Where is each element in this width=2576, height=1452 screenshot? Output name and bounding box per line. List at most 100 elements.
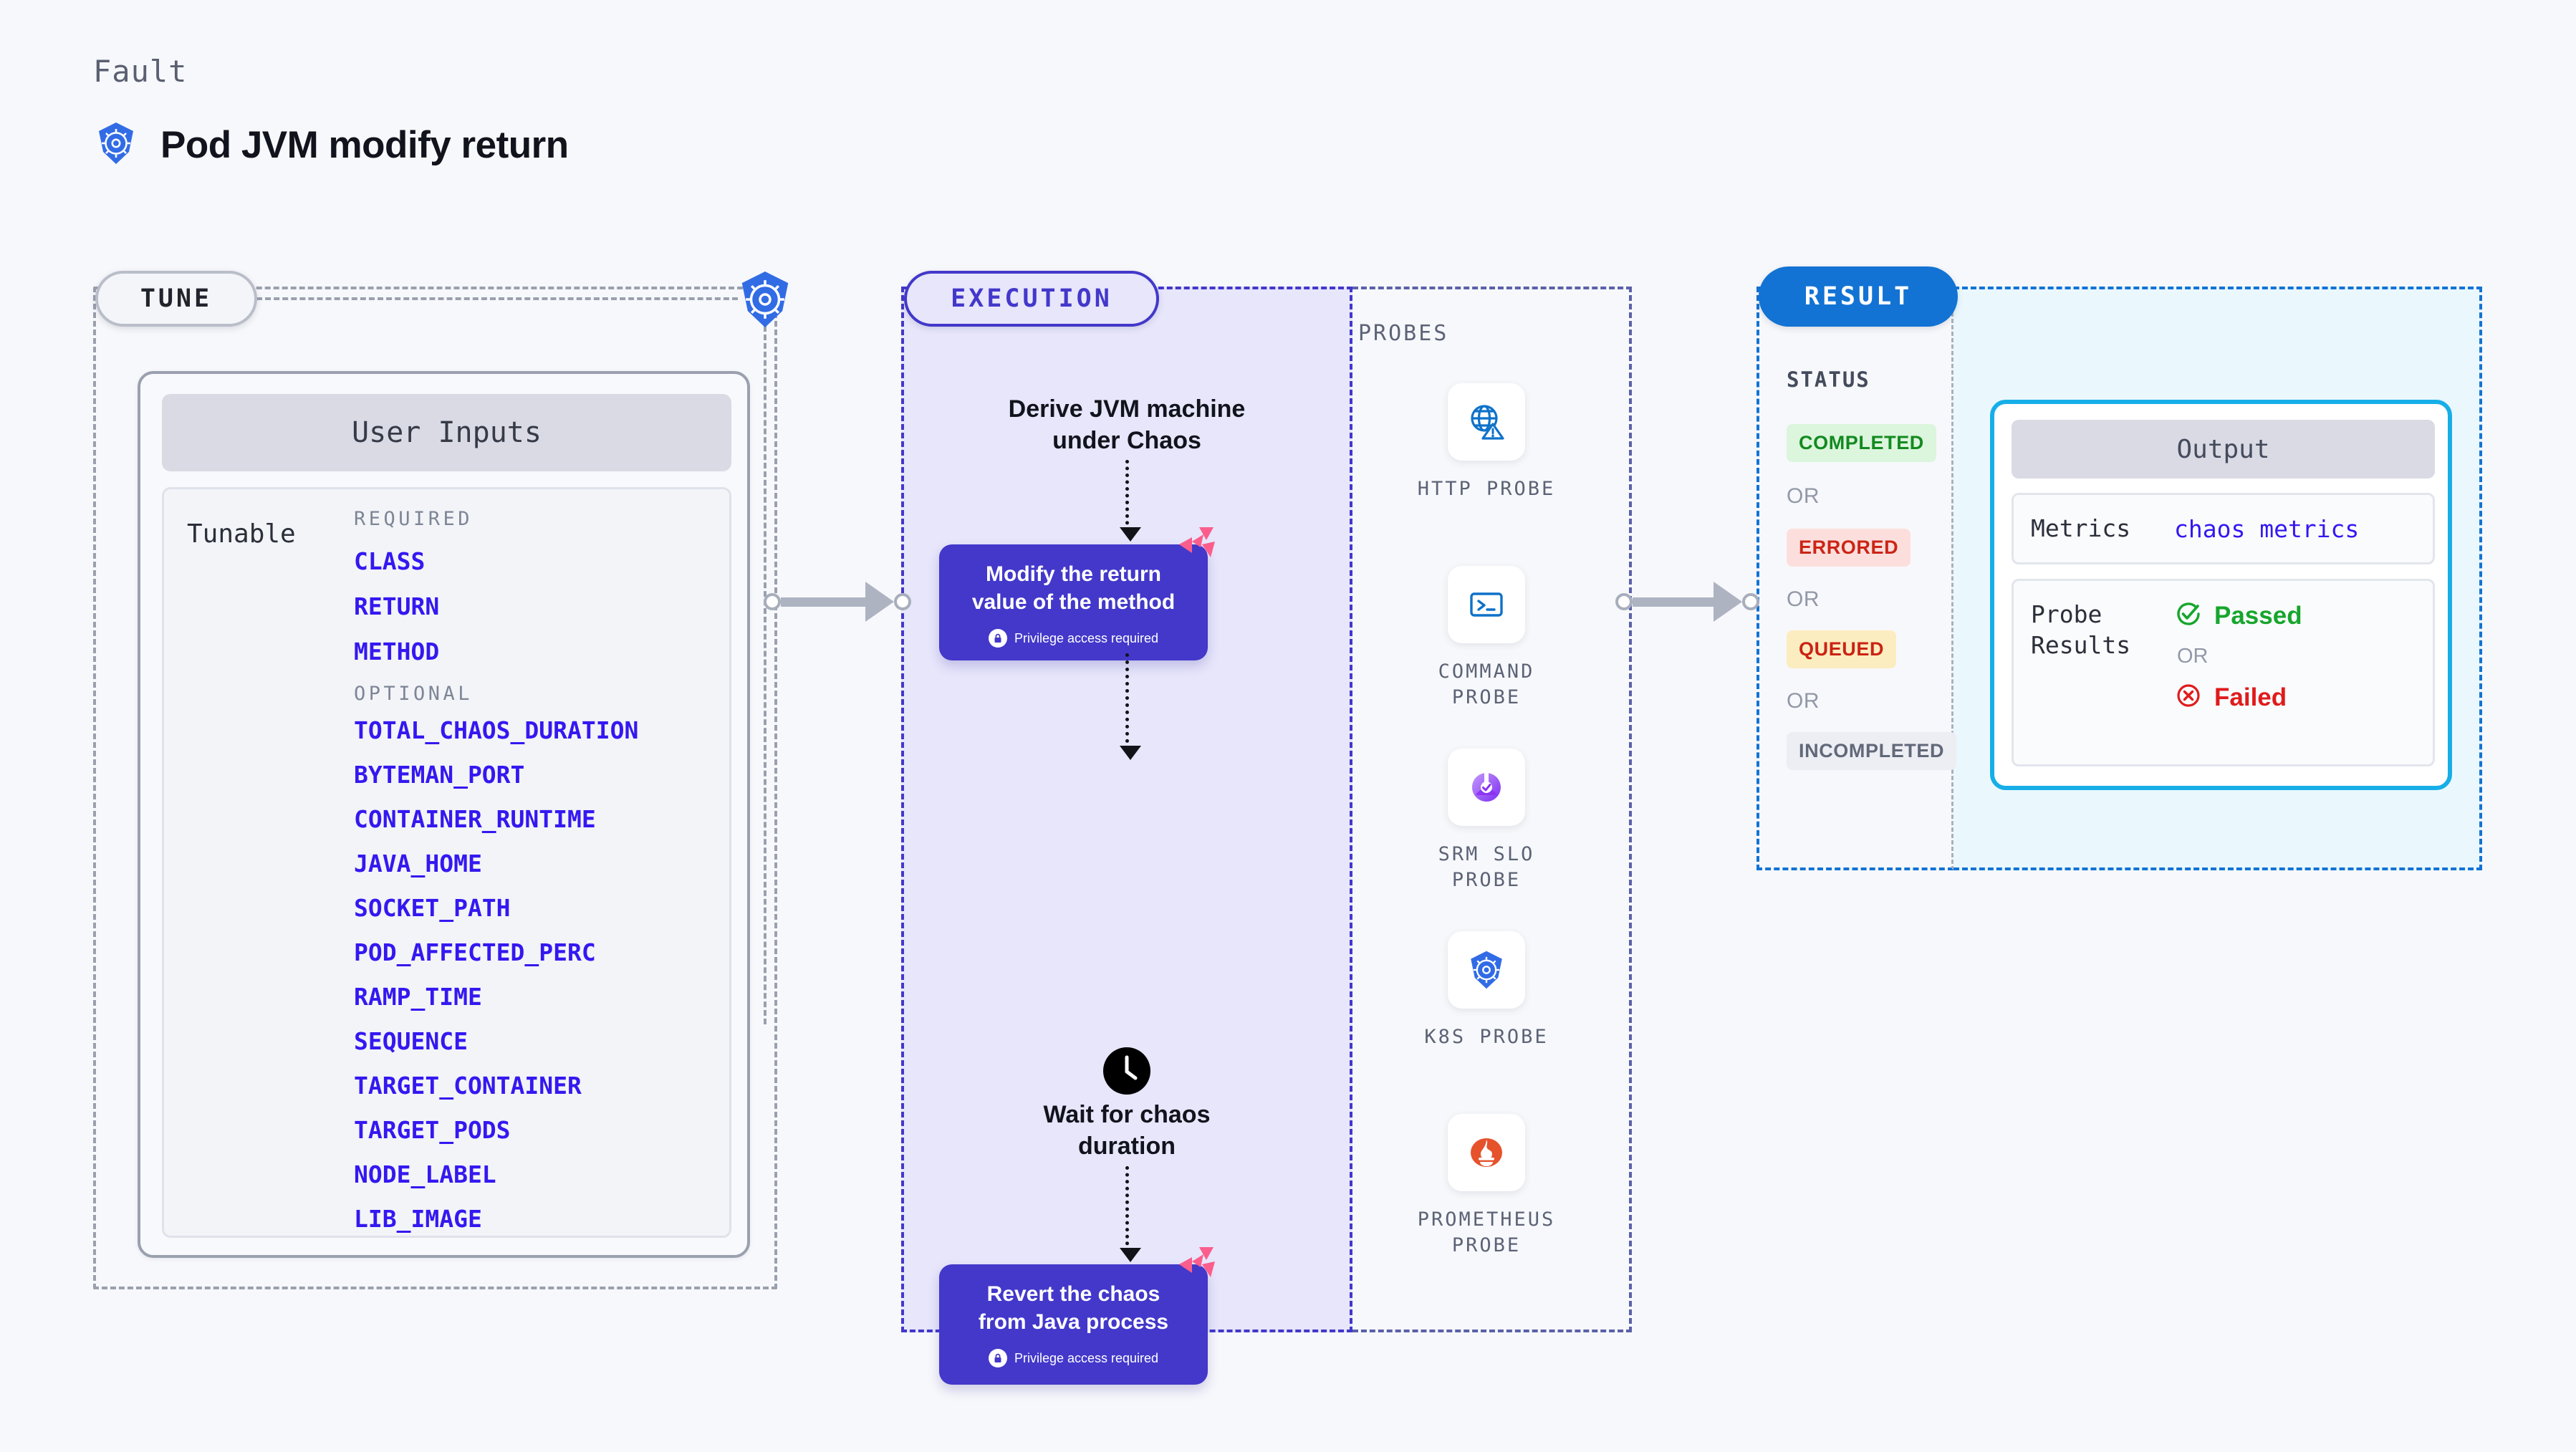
- probe-results-values: Passed OR Failed: [2174, 600, 2302, 713]
- execution-block-1-note: Privilege access required: [1014, 630, 1159, 645]
- parameter-list: REQUIRED CLASS RETURN METHOD OPTIONAL TO…: [354, 508, 719, 1249]
- probe-command[interactable]: COMMAND PROBE: [1372, 566, 1601, 711]
- tune-pill[interactable]: TUNE: [95, 271, 257, 327]
- flow-arrow: [1120, 653, 1141, 760]
- status-or-label: OR: [1787, 689, 1820, 713]
- connector-dot: [1615, 593, 1633, 610]
- flow-arrow: [1120, 460, 1141, 542]
- execution-step-2-label: Wait for chaos duration: [1043, 1101, 1211, 1160]
- status-label: STATUS: [1787, 367, 1870, 392]
- litmus-badge-icon: [1178, 1246, 1218, 1282]
- probe-result-failed: Failed: [2174, 681, 2302, 713]
- kubernetes-icon: [1448, 931, 1525, 1009]
- page-kind-label: Fault: [93, 54, 188, 89]
- output-card-title: Output: [2012, 420, 2435, 479]
- output-card: Output Metrics chaos metrics Probe Resul…: [1990, 400, 2452, 790]
- param-class[interactable]: CLASS: [354, 547, 426, 575]
- kubernetes-icon: [93, 120, 139, 170]
- status-or-label: OR: [1787, 484, 1820, 508]
- status-or-label: OR: [1787, 587, 1820, 611]
- param-byteman-port[interactable]: BYTEMAN_PORT: [354, 761, 525, 789]
- clock-icon: [1102, 1046, 1152, 1096]
- probe-srm-slo-label: SRM SLO PROBE: [1438, 843, 1535, 892]
- tune-connector-line: [256, 297, 738, 300]
- user-inputs-card: User Inputs Tunable REQUIRED CLASS RETUR…: [138, 371, 750, 1258]
- tune-region: [93, 287, 777, 1289]
- connector-arrowhead: [1714, 582, 1742, 622]
- status-badge-completed: COMPLETED: [1787, 424, 1936, 462]
- execution-block-1-note-row: Privilege access required: [951, 629, 1196, 648]
- connector-dot: [764, 593, 781, 610]
- status-badge-incompleted: INCOMPLETED: [1787, 732, 1957, 770]
- probe-result-passed: Passed: [2174, 600, 2302, 632]
- param-pod-affected-perc[interactable]: POD_AFFECTED_PERC: [354, 938, 596, 966]
- connector-bar: [781, 597, 867, 607]
- kubernetes-icon: [734, 269, 796, 330]
- param-java-home[interactable]: JAVA_HOME: [354, 850, 482, 878]
- probe-prometheus-label: PROMETHEUS PROBE: [1417, 1208, 1556, 1257]
- connector-dot: [1742, 593, 1759, 610]
- probe-failed-label: Failed: [2214, 683, 2287, 711]
- tune-connector-stem: [764, 326, 766, 1024]
- slo-gauge-icon: [1448, 749, 1525, 826]
- probe-prometheus[interactable]: PROMETHEUS PROBE: [1372, 1114, 1601, 1259]
- probe-or-label: OR: [2177, 645, 2209, 668]
- probe-k8s[interactable]: K8S PROBE: [1372, 931, 1601, 1050]
- execution-block-revert-chaos[interactable]: Revert the chaos from Java process Privi…: [939, 1247, 1215, 1385]
- tune-to-execution-arrow: [764, 580, 911, 623]
- connector-dot: [894, 593, 911, 610]
- probes-label: PROBES: [1358, 321, 1449, 346]
- check-circle-icon: [2174, 600, 2203, 632]
- param-ramp-time[interactable]: RAMP_TIME: [354, 983, 482, 1011]
- status-badge-errored: ERRORED: [1787, 529, 1911, 567]
- page-title-row: Pod JVM modify return: [93, 120, 569, 170]
- status-badge-queued: QUEUED: [1787, 630, 1897, 668]
- param-sequence[interactable]: SEQUENCE: [354, 1027, 468, 1055]
- optional-group-label: OPTIONAL: [354, 683, 474, 705]
- probe-k8s-label: K8S PROBE: [1424, 1026, 1549, 1048]
- probe-command-label: COMMAND PROBE: [1438, 660, 1535, 709]
- user-inputs-title: User Inputs: [162, 394, 731, 471]
- lock-icon: [988, 1349, 1007, 1367]
- param-target-pods[interactable]: TARGET_PODS: [354, 1116, 511, 1144]
- result-pill[interactable]: RESULT: [1759, 266, 1958, 327]
- param-return[interactable]: RETURN: [354, 592, 440, 620]
- terminal-icon: [1448, 566, 1525, 643]
- output-probe-results-row: Probe Results Passed OR: [2012, 579, 2435, 766]
- lock-icon: [988, 629, 1007, 648]
- probe-results-key-label: Probe Results: [2031, 600, 2131, 659]
- execution-block-2-title: Revert the chaos from Java process: [978, 1282, 1169, 1334]
- param-method[interactable]: METHOD: [354, 638, 440, 665]
- param-container-runtime[interactable]: CONTAINER_RUNTIME: [354, 805, 596, 833]
- param-total-chaos-duration[interactable]: TOTAL_CHAOS_DURATION: [354, 716, 639, 744]
- execution-block-2-note-row: Privilege access required: [951, 1349, 1196, 1367]
- user-inputs-body: Tunable REQUIRED CLASS RETURN METHOD OPT…: [162, 487, 731, 1238]
- cross-circle-icon: [2174, 681, 2203, 713]
- execution-step-1-label: Derive JVM machine under Chaos: [1008, 395, 1246, 454]
- probe-http[interactable]: HTTP PROBE: [1372, 383, 1601, 502]
- execution-to-result-arrow: [1615, 580, 1759, 623]
- metrics-value-link[interactable]: chaos metrics: [2174, 514, 2360, 543]
- prometheus-icon: [1448, 1114, 1525, 1191]
- probe-passed-label: Passed: [2214, 601, 2302, 630]
- execution-pill[interactable]: EXECUTION: [904, 271, 1159, 327]
- param-node-label[interactable]: NODE_LABEL: [354, 1160, 496, 1188]
- param-target-container[interactable]: TARGET_CONTAINER: [354, 1072, 582, 1100]
- param-lib-image[interactable]: LIB_IMAGE: [354, 1205, 482, 1233]
- execution-block-1-title: Modify the return value of the method: [971, 562, 1176, 614]
- param-socket-path[interactable]: SOCKET_PATH: [354, 894, 511, 922]
- page-title: Pod JVM modify return: [160, 124, 569, 166]
- probe-srm-slo[interactable]: SRM SLO PROBE: [1372, 749, 1601, 894]
- flow-arrow: [1120, 1166, 1141, 1262]
- output-metrics-row: Metrics chaos metrics: [2012, 493, 2435, 564]
- connector-arrowhead: [865, 582, 894, 622]
- execution-block-modify-return[interactable]: Modify the return value of the method Pr…: [939, 527, 1215, 660]
- metrics-key-label: Metrics: [2031, 514, 2131, 542]
- globe-warning-icon: [1448, 383, 1525, 461]
- connector-bar: [1633, 597, 1715, 607]
- tunable-label: Tunable: [187, 519, 296, 549]
- required-group-label: REQUIRED: [354, 508, 474, 530]
- execution-flow: Derive JVM machine under Chaos Modify th…: [901, 287, 1352, 1385]
- execution-block-2-note: Privilege access required: [1014, 1350, 1159, 1365]
